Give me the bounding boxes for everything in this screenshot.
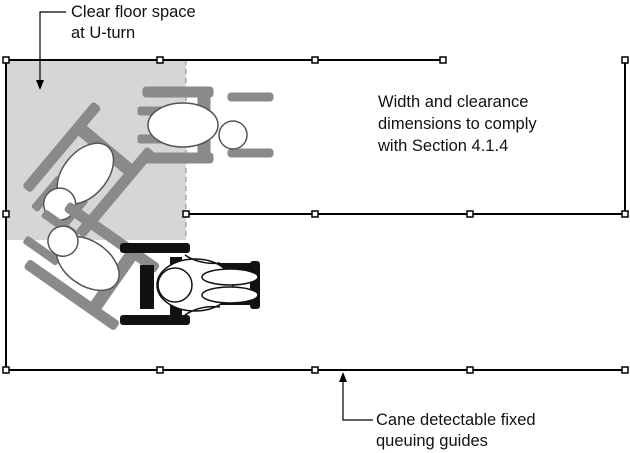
width-clearance-label-line2: dimensions to comply [378, 115, 537, 133]
width-clearance-label-line3: with Section 4.1.4 [378, 137, 509, 155]
queue-post-marker-icon [182, 210, 190, 218]
clear-floor-leader-arrow-icon [36, 11, 66, 90]
queue-post-marker-icon [156, 56, 164, 64]
queue-post-marker-icon [621, 210, 629, 218]
wheelchair-user-ghost-icon [137, 86, 274, 164]
queue-post-marker-icon [311, 210, 319, 218]
guides-label-line2: queuing guides [376, 432, 488, 450]
queue-post-marker-icon [466, 366, 474, 374]
wheelchair-user-active-icon [120, 243, 260, 325]
clear-floor-label-line1: Clear floor space [71, 3, 196, 21]
queue-post-marker-icon [466, 210, 474, 218]
queue-post-marker-icon [621, 366, 629, 374]
queue-post-marker-icon [2, 366, 10, 374]
width-clearance-label-line1: Width and clearance [378, 93, 529, 111]
guides-label-line1: Cane detectable fixed [376, 411, 536, 429]
queue-post-marker-icon [2, 56, 10, 64]
queue-post-marker-icon [311, 56, 319, 64]
queue-post-marker-icon [2, 210, 10, 218]
queue-post-marker-icon [621, 56, 629, 64]
queue-post-marker-icon [156, 366, 164, 374]
queue-post-markers [2, 56, 629, 374]
guides-leader-arrow-icon [339, 372, 373, 421]
wheelchair-user-turning-lower-icon [23, 202, 160, 330]
clear-floor-label-line2: at U-turn [71, 24, 136, 42]
queue-post-marker-icon [311, 366, 319, 374]
queue-post-marker-icon [439, 56, 447, 64]
